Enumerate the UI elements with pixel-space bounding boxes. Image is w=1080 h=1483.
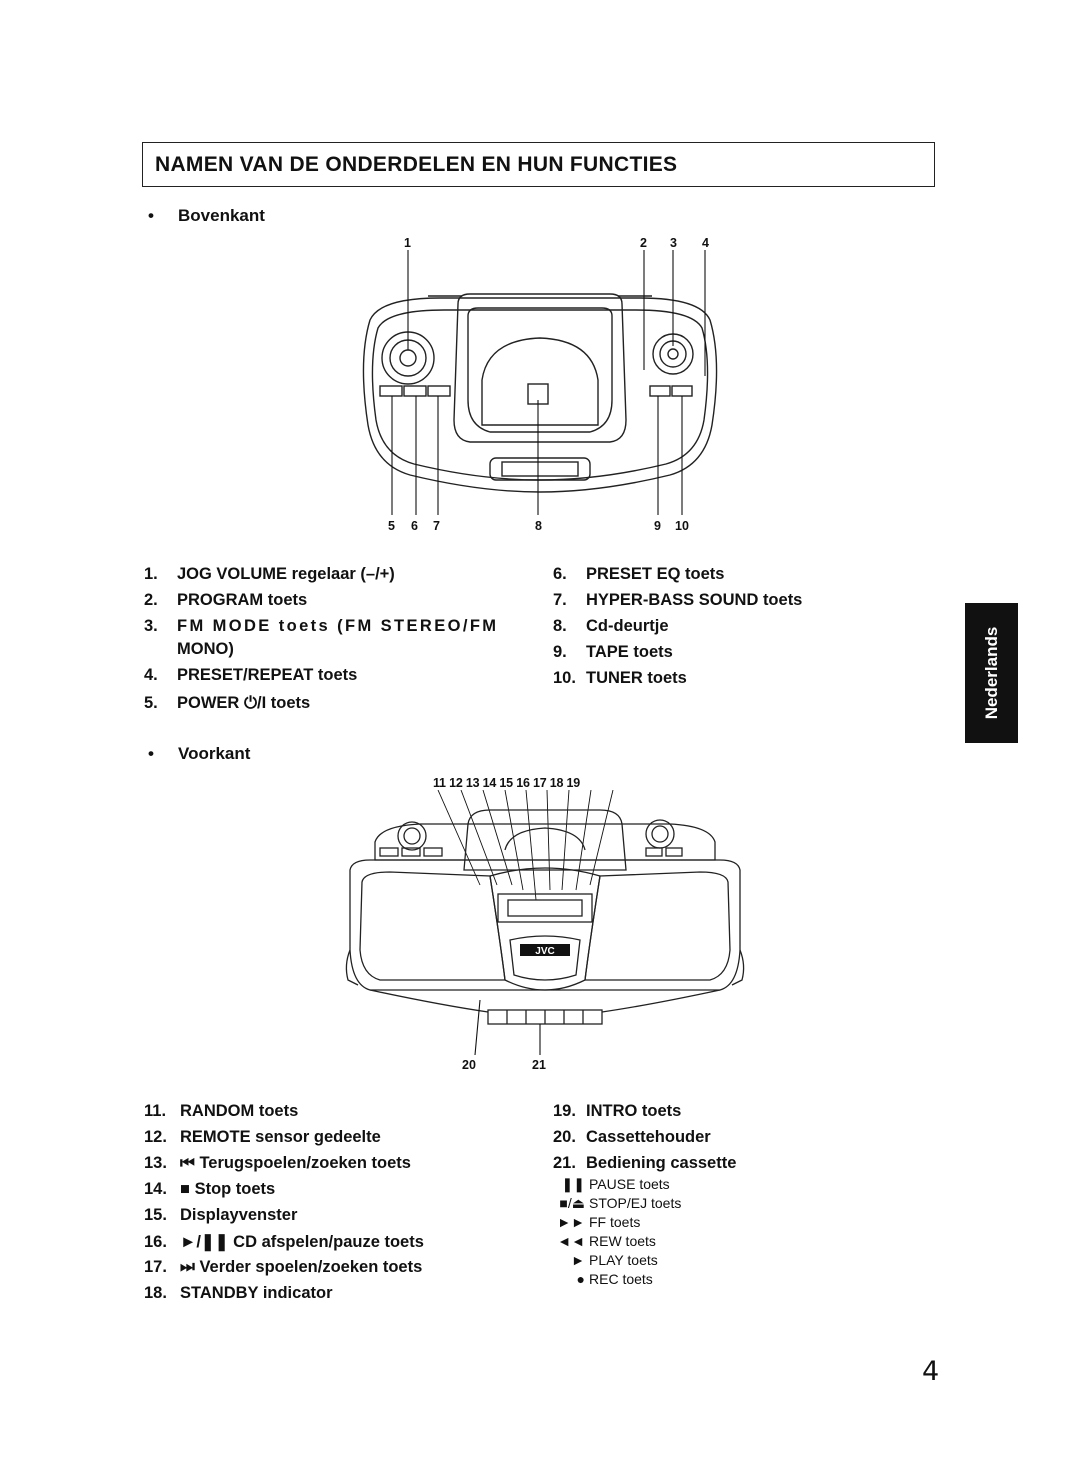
legend-item: 12.REMOTE sensor gedeelte — [144, 1128, 381, 1146]
legend-item: 18.STANDBY indicator — [144, 1284, 333, 1302]
play-pause-icon: ►/❚❚ — [180, 1233, 229, 1251]
legend-item: 17.⏭ Verder spoelen/zoeken toets — [144, 1258, 423, 1276]
jvc-logo: JVC — [535, 946, 554, 957]
pause-icon: ❚❚ — [561, 1176, 585, 1192]
record-icon: ● — [576, 1271, 585, 1287]
legend-item: 10.TUNER toets — [553, 669, 687, 687]
legend-item: 15.Displayvenster — [144, 1206, 298, 1224]
legend-item: 7.HYPER-BASS SOUND toets — [553, 591, 803, 609]
skip-back-icon: ⏮ — [180, 1154, 195, 1172]
legend-item: 1.JOG VOLUME regelaar (–/+) — [144, 565, 395, 583]
cassette-control-stop-eject: ■/⏏STOP/EJ toets — [555, 1195, 681, 1212]
callout-7: 7 — [433, 519, 440, 533]
callout-8: 8 — [535, 519, 542, 533]
callout-3: 3 — [670, 236, 677, 250]
page-title: NAMEN VAN DE ONDERDELEN EN HUN FUNCTIES — [155, 153, 678, 176]
legend-item: 11.RANDOM toets — [144, 1102, 299, 1120]
callout-10: 10 — [675, 519, 689, 533]
callout-21: 21 — [532, 1058, 546, 1072]
legend-item: 4.PRESET/REPEAT toets — [144, 666, 358, 684]
cassette-control-pause: ❚❚PAUSE toets — [555, 1176, 670, 1193]
legend-item: 2.PROGRAM toets — [144, 591, 308, 609]
boombox-front-view-illustration: JVC — [345, 790, 745, 1056]
play-icon: ► — [571, 1252, 585, 1268]
front-view-heading: • Voorkant — [148, 744, 251, 763]
rewind-icon: ◄◄ — [557, 1233, 585, 1249]
bullet-icon: • — [148, 744, 154, 763]
callout-4: 4 — [702, 236, 709, 250]
cassette-control-rec: ●REC toets — [555, 1271, 653, 1287]
cassette-control-play: ►PLAY toets — [555, 1252, 658, 1268]
legend-item: 3.FM MODE toets (FM STEREO/FM — [144, 617, 499, 635]
boombox-top-view-illustration — [362, 250, 718, 515]
callout-20: 20 — [462, 1058, 476, 1072]
page-number: 4 — [922, 1356, 940, 1387]
legend-item: 14.■ Stop toets — [144, 1180, 276, 1198]
legend-item: 5.POWER ⏻/I toets — [144, 694, 311, 712]
bullet-icon: • — [148, 206, 154, 225]
front-callouts-11-19: 11 12 13 14 15 16 17 18 19 — [433, 776, 581, 790]
legend-item: 20.Cassettehouder — [553, 1128, 711, 1146]
language-tab: Nederlands — [965, 603, 1018, 743]
callout-9: 9 — [654, 519, 661, 533]
top-view-heading: • Bovenkant — [148, 206, 265, 225]
stop-eject-icon: ■/⏏ — [559, 1195, 585, 1211]
skip-forward-icon: ⏭ — [180, 1258, 195, 1276]
legend-item: 6.PRESET EQ toets — [553, 565, 725, 583]
legend-item: 8.Cd-deurtje — [553, 617, 669, 635]
cassette-control-rew: ◄◄REW toets — [555, 1233, 656, 1249]
legend-item: 13.⏮ Terugspoelen/zoeken toets — [144, 1154, 411, 1172]
legend-item: MONO) — [177, 640, 234, 658]
power-icon: ⏻/I — [243, 694, 267, 712]
stop-icon: ■ — [180, 1180, 190, 1198]
section-title-box: NAMEN VAN DE ONDERDELEN EN HUN FUNCTIES — [142, 142, 935, 187]
cassette-control-ff: ►►FF toets — [555, 1214, 640, 1230]
fast-forward-icon: ►► — [557, 1214, 585, 1230]
legend-item: 19.INTRO toets — [553, 1102, 682, 1120]
callout-6: 6 — [411, 519, 418, 533]
legend-item: 21.Bediening cassette — [553, 1154, 737, 1172]
callout-1: 1 — [404, 236, 411, 250]
legend-item: 9.TAPE toets — [553, 643, 673, 661]
callout-2: 2 — [640, 236, 647, 250]
legend-item: 16.►/❚❚ CD afspelen/pauze toets — [144, 1233, 424, 1251]
callout-5: 5 — [388, 519, 395, 533]
